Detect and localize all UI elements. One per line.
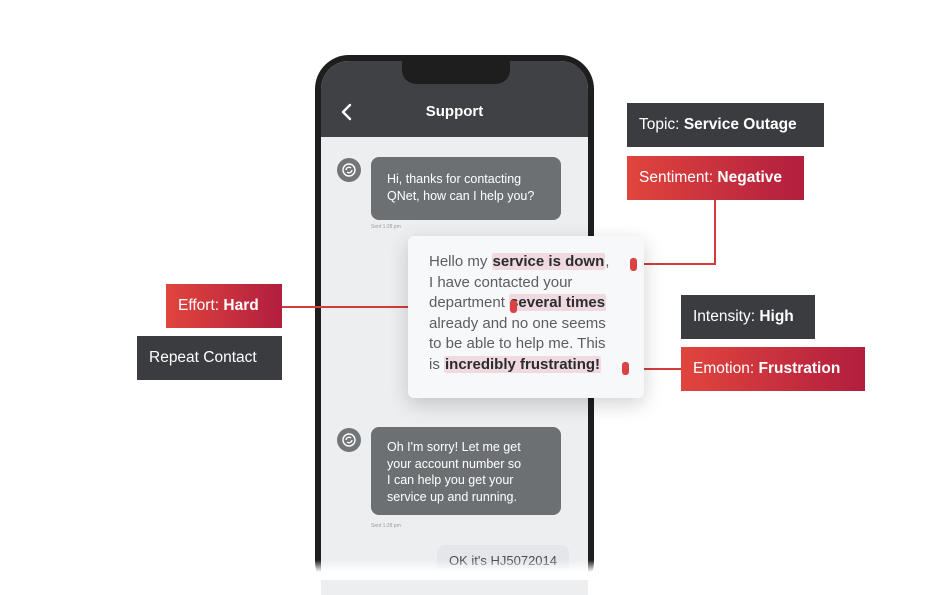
message-text: department	[429, 294, 510, 312]
message-line: to be able to help me. This	[429, 335, 606, 353]
phone-notch	[402, 61, 510, 84]
tag-value: Negative	[717, 169, 783, 186]
chat-header: Support	[321, 61, 588, 137]
message-text: Hello my	[429, 253, 492, 270]
message-line: your account number so	[387, 456, 522, 471]
message-text: is	[429, 355, 444, 373]
sentiment-connector	[634, 263, 716, 265]
message-line: QNet, how can I help you?	[387, 188, 535, 203]
emotion-tag: Emotion: Frustration	[681, 347, 865, 391]
agent-message-bubble: Oh I'm sorry! Let me get your account nu…	[371, 427, 561, 515]
tag-value: Frustration	[758, 360, 841, 377]
emotion-connector	[626, 368, 682, 370]
agent-message-bubble: Hi, thanks for contacting QNet, how can …	[371, 157, 561, 220]
message-line: already and no one seems	[429, 314, 606, 332]
annotation-marker	[622, 362, 629, 375]
message-timestamp: Sent 1:28 pm	[371, 224, 401, 230]
tag-value: Service Outage	[683, 116, 797, 133]
tag-value: Hard	[223, 297, 259, 314]
message-line: I can help you get your	[387, 473, 514, 487]
tag-label: Effort:	[178, 297, 220, 314]
highlight-incredibly-frustrating: incredibly frustrating!	[444, 355, 602, 373]
message-line: is incredibly frustrating!	[429, 355, 644, 376]
support-bot-icon	[337, 428, 361, 452]
highlight-service-down: service is down	[491, 253, 606, 270]
message-line: service up and running.	[387, 489, 517, 504]
tag-value: High	[759, 308, 794, 325]
effort-connector	[282, 306, 514, 308]
message-line: Hello my service is down,	[429, 252, 644, 273]
message-line: Hi, thanks for contacting	[387, 172, 522, 186]
bottom-fade	[220, 560, 680, 580]
intensity-tag: Intensity: High	[681, 295, 815, 339]
tag-label: Sentiment:	[639, 169, 714, 186]
tag-label: Repeat Contact	[149, 349, 257, 366]
sentiment-tag: Sentiment: Negative	[627, 156, 804, 200]
tag-label: Topic:	[639, 116, 680, 133]
topic-tag: Topic: Service Outage	[627, 103, 824, 147]
annotation-marker	[510, 300, 517, 313]
message-timestamp: Sent 1:28 pm	[371, 523, 401, 529]
chat-title: Support	[425, 103, 484, 120]
message-text: ,	[605, 253, 610, 270]
annotation-marker	[630, 258, 637, 271]
support-bot-icon	[337, 158, 361, 182]
tag-label: Intensity:	[693, 308, 756, 325]
repeat-contact-tag: Repeat Contact	[137, 336, 282, 380]
tag-label: Emotion:	[693, 360, 755, 377]
customer-message-card: Hello my service is down, I have contact…	[408, 236, 644, 398]
message-line: department several times	[429, 293, 644, 314]
message-line: I have contacted your	[429, 273, 573, 291]
sentiment-connector	[714, 199, 716, 265]
message-line: Oh I'm sorry! Let me get	[387, 440, 521, 454]
chevron-left-icon[interactable]	[336, 101, 358, 123]
effort-tag: Effort: Hard	[166, 284, 282, 328]
highlight-several-times: several times	[509, 294, 607, 312]
